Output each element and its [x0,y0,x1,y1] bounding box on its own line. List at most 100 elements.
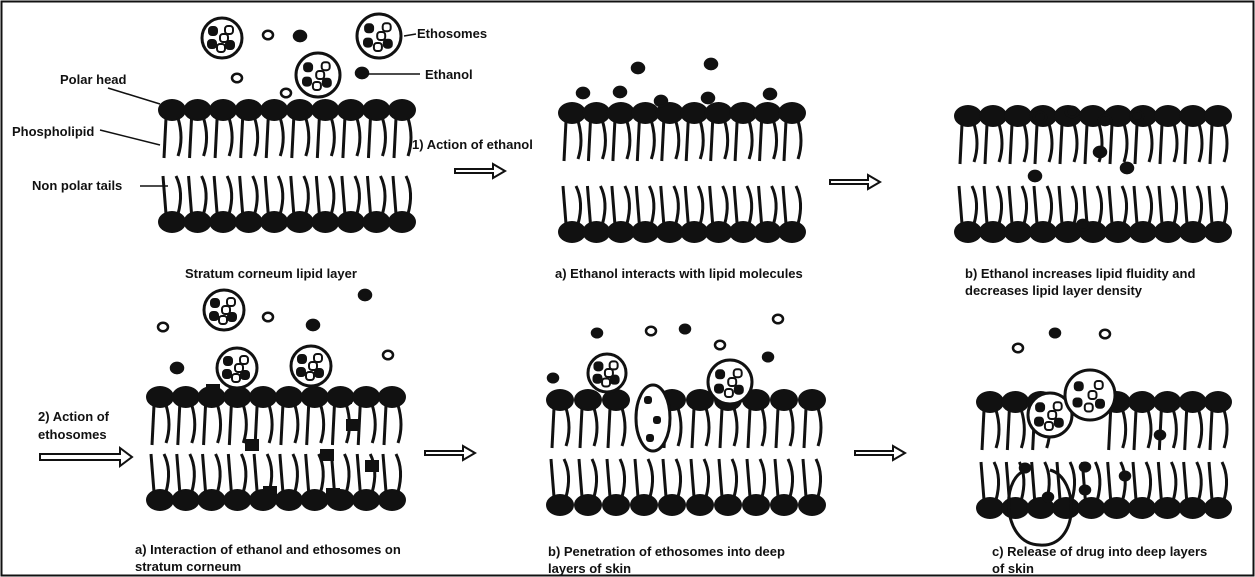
tail-top [1010,124,1012,164]
non-polar-tails-label: Non polar tails [32,178,122,194]
tail-bottom [579,459,582,497]
tail-top [996,410,999,448]
tail-top [190,118,192,158]
tail-top [985,124,987,164]
ethosome-5 [217,348,257,388]
polar-head-top [558,102,586,124]
tail-top [552,408,554,448]
tail-top [818,408,821,446]
ethanol-molecule [1013,344,1023,353]
tail-bottom [151,454,154,492]
vesicle-content [304,63,312,71]
tail-top [280,118,283,156]
polar-head-top [1179,105,1207,127]
tail-bottom [1034,186,1037,224]
tail-top [580,408,582,448]
polar-head-top [574,389,602,411]
polar-head-bottom [1077,497,1105,519]
tail-top [398,405,401,443]
polar-head-top [1204,391,1232,413]
polar-head-top [235,99,263,121]
arrow-shape [855,446,905,460]
tail-bottom [393,176,396,214]
pointer-phospholipid [100,130,160,145]
tail-bottom [663,459,666,497]
vesicle-content [384,40,392,48]
ethanol-molecule [632,63,644,73]
ethanol-molecule [1094,147,1106,157]
vesicle-content [1089,391,1097,399]
ethanol-molecule [646,327,656,336]
polar-head-bottom [184,211,212,233]
tail-top [229,405,231,445]
tail-bottom [587,186,590,224]
vesicle-content [223,370,231,378]
tail-top [1160,124,1162,164]
polar-head-top [631,102,659,124]
polar-head-bottom [686,494,714,516]
tail-top [1109,410,1111,450]
tail-bottom [1197,462,1202,500]
tail-top [343,118,345,158]
tail-top [1224,124,1227,162]
arrow-to-release [855,446,905,460]
ethanol-molecule [1050,329,1060,338]
vesicle-content [728,378,736,386]
vesicle-content [226,41,234,49]
polar-head-top [954,105,982,127]
tail-bottom [1032,462,1035,500]
tail-top [760,121,762,161]
tail-top [982,410,984,450]
tail-top [229,118,232,156]
tail-bottom [816,459,821,497]
tail-top [1060,124,1062,164]
tail-bottom [719,459,722,497]
tail-top [720,408,722,448]
polar-head-bottom [1204,221,1232,243]
polar-head-bottom [680,221,708,243]
tail-top [384,405,386,445]
ethanol-molecule [1077,220,1089,230]
tail-bottom [383,454,386,492]
polar-head-bottom [558,221,586,243]
polar-head-bottom [275,489,303,511]
polar-head-top [286,99,314,121]
tail-top [368,118,370,158]
vesicle-content [306,372,314,380]
tail-top [1049,124,1052,162]
polar-head-bottom [607,221,635,243]
tail-bottom [1097,186,1102,224]
vesicle-content [219,316,227,324]
tail-bottom [704,459,709,497]
ethanol-molecule [326,488,340,500]
vesicle-content [210,312,218,320]
tail-bottom [1222,186,1227,224]
tail-bottom [1095,462,1100,500]
tail-top [215,118,217,158]
action-of-ethosomes-label-line1: 2) Action of [38,409,109,425]
tail-top [960,124,962,164]
polar-head-bottom [1129,221,1157,243]
tail-bottom [788,459,793,497]
vesicle-content [1085,404,1093,412]
tail-bottom [760,459,765,497]
polar-head-bottom [235,211,263,233]
polar-head-bottom [172,489,200,511]
vesicle-content [232,374,240,382]
tail-top [241,118,243,158]
drug-particle [1120,472,1130,481]
polar-head-top [770,389,798,411]
tail-top [999,124,1002,162]
tail-bottom [612,186,615,224]
vesicle-content [594,375,602,383]
polar-head-bottom [223,489,251,511]
tail-top [1174,124,1177,162]
tail-top [243,405,246,443]
ethanol-molecule [773,315,783,324]
polar-head-bottom [378,489,406,511]
tail-bottom [997,186,1002,224]
polar-head-top [1001,391,1029,413]
tail-bottom [1059,186,1062,224]
polar-head-bottom [754,221,782,243]
tail-top [790,408,793,446]
